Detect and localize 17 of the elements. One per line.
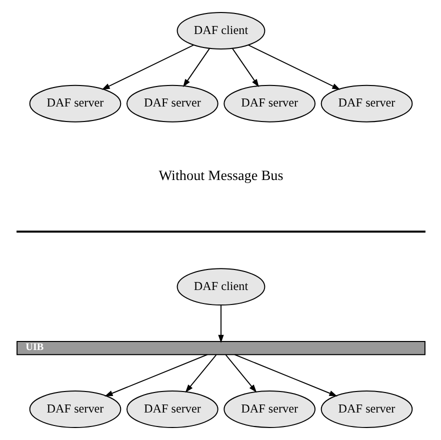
arrow — [224, 354, 256, 393]
arrow — [234, 354, 337, 396]
node-ellipse: DAF server — [223, 84, 316, 122]
node-ellipse: DAF server — [126, 390, 218, 428]
arrow — [104, 354, 207, 396]
arrow — [232, 48, 259, 88]
node-box: UIB — [16, 340, 425, 356]
node-ellipse: DAF server — [126, 84, 218, 122]
arrow — [101, 44, 194, 90]
node-ellipse: DAF client — [176, 268, 265, 306]
arrow — [182, 48, 210, 88]
arrow — [218, 305, 224, 343]
label: Without Message Bus — [158, 168, 283, 184]
node-ellipse: DAF client — [176, 12, 265, 50]
node-ellipse: DAF server — [223, 390, 316, 428]
arrow — [248, 44, 340, 90]
arrow — [184, 354, 216, 393]
